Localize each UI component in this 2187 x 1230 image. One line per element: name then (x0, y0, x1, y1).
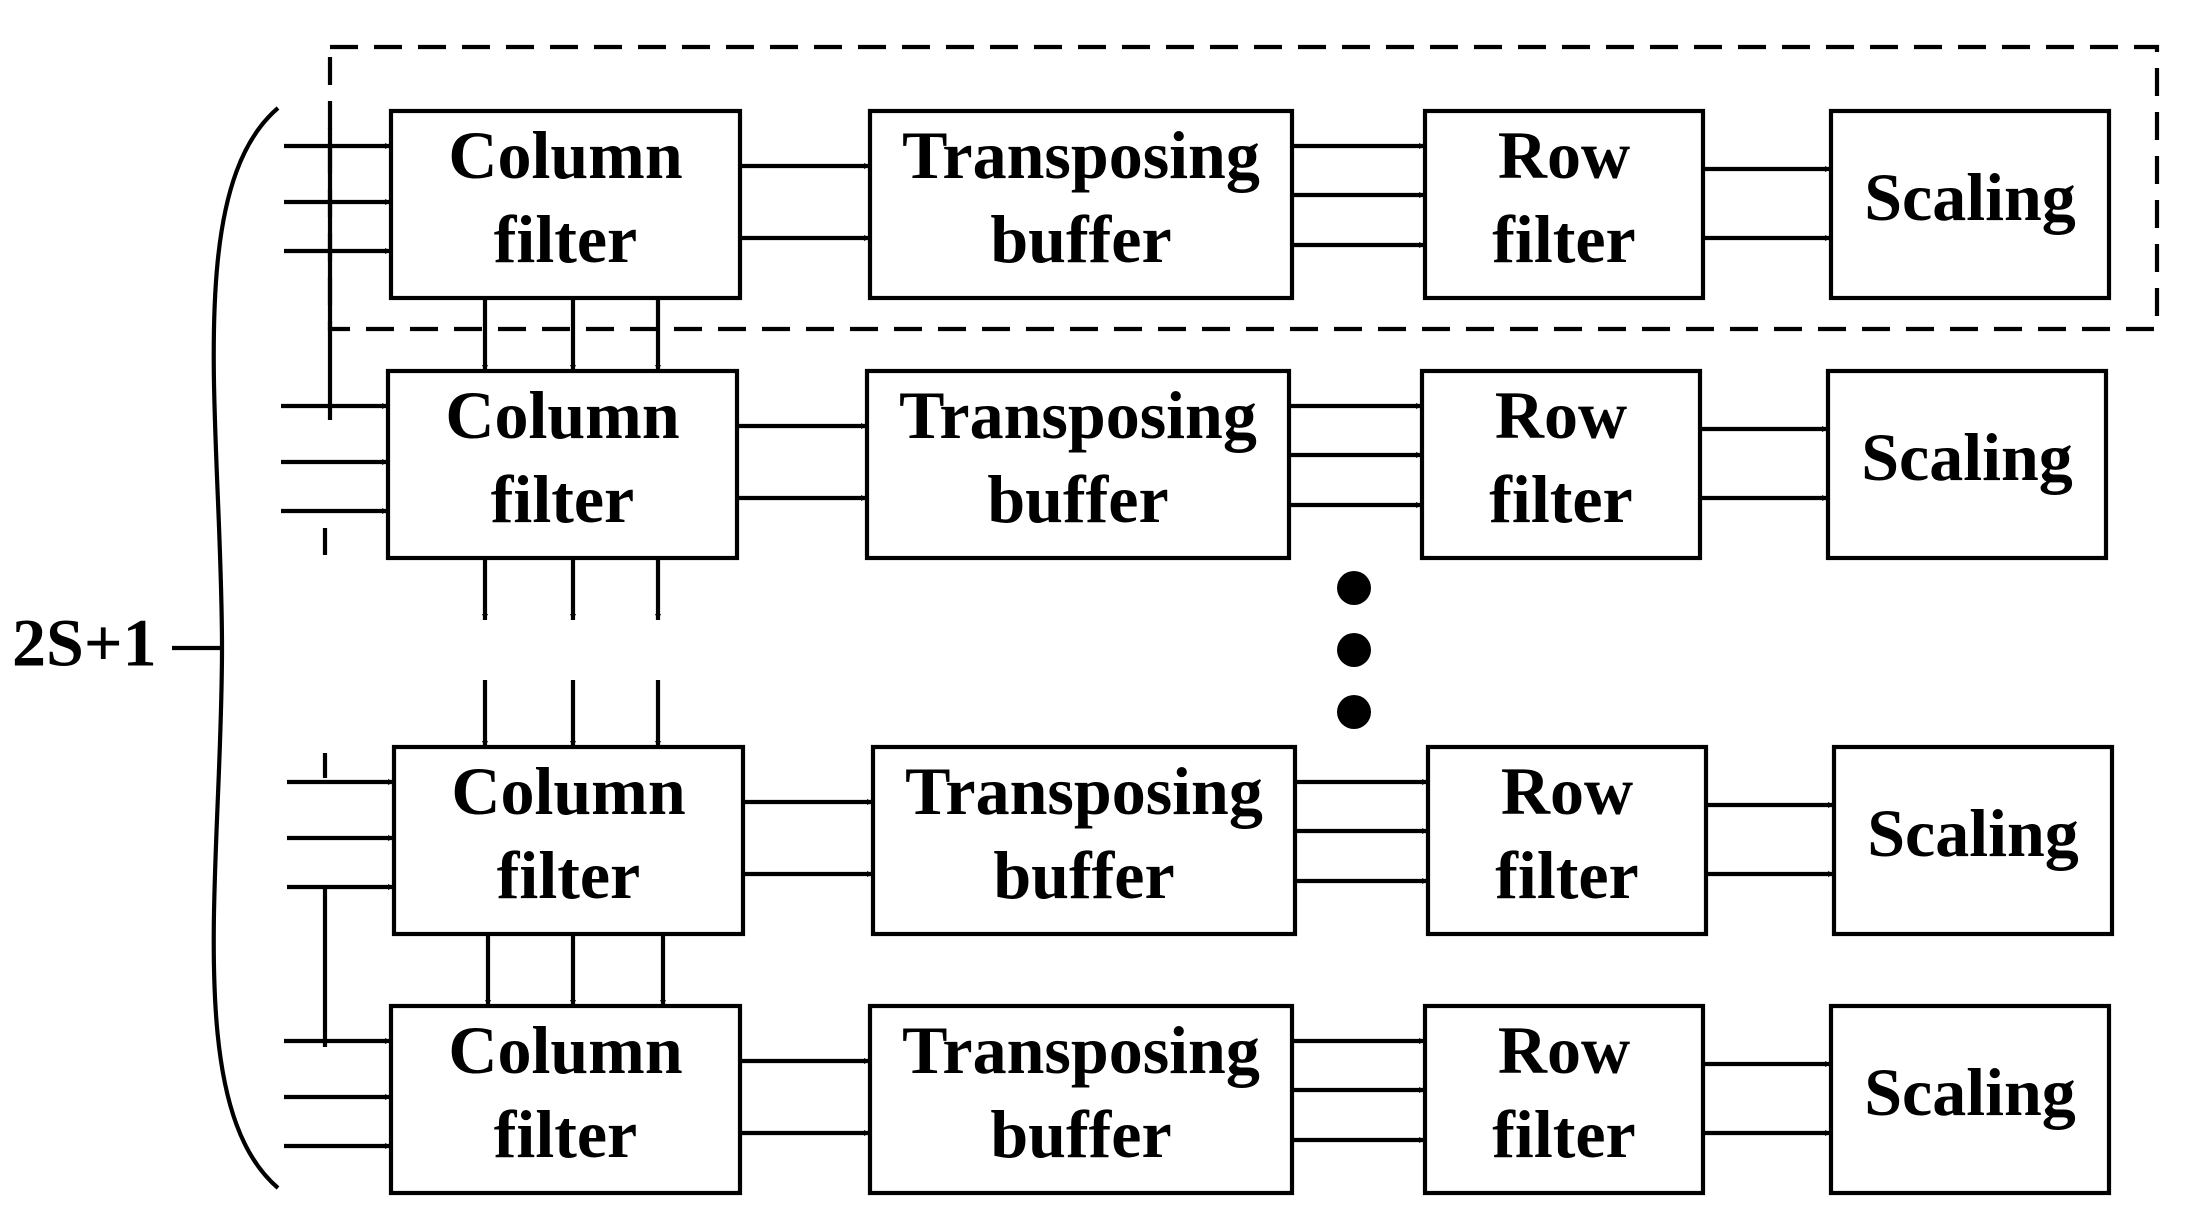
transposing-buffer-block (864, 368, 1292, 561)
column-filter-block-label: Column (451, 753, 685, 829)
transposing-buffer-block-label: Transposing (899, 377, 1257, 453)
ellipsis-dots (1337, 571, 1371, 729)
ellipsis-dot (1337, 571, 1371, 605)
column-filter-block (388, 1003, 743, 1196)
row-filter-block-label: Row (1501, 753, 1633, 829)
column-filter-block (385, 368, 740, 561)
transposing-buffer-block-label: Transposing (902, 117, 1260, 193)
scaling-block-label: Scaling (1861, 419, 2073, 495)
scaling-block (1825, 368, 2109, 561)
ellipsis-dot (1337, 695, 1371, 729)
transposing-buffer-block-label: Transposing (902, 1012, 1260, 1088)
scaling-block-label: Scaling (1864, 1054, 2076, 1130)
column-filter-block (391, 744, 746, 937)
column-filter-block-label: Column (448, 117, 682, 193)
transposing-buffer-block (867, 108, 1295, 301)
row-filter-block (1422, 1003, 1706, 1196)
row-filter-block-label: Row (1498, 1012, 1630, 1088)
transposing-buffer-block-label: buffer (990, 1096, 1171, 1172)
transposing-buffer-block (867, 1003, 1295, 1196)
transposing-buffer-block-label: buffer (987, 461, 1168, 537)
row-filter-block-label: Row (1498, 117, 1630, 193)
scaling-block-label: Scaling (1864, 159, 2076, 235)
transposing-buffer-block-label: buffer (993, 837, 1174, 913)
ellipsis-dot (1337, 633, 1371, 667)
column-filter-block-label: filter (494, 1096, 637, 1172)
column-filter-block-label: Column (445, 377, 679, 453)
column-filter-block (388, 108, 743, 301)
scaling-block (1831, 744, 2115, 937)
column-filter-block-label: filter (497, 837, 640, 913)
row-filter-block-label: filter (1495, 837, 1638, 913)
row-filter-block-label: Row (1495, 377, 1627, 453)
transposing-buffer-block (870, 744, 1298, 937)
scaling-block-label: Scaling (1867, 795, 2079, 871)
column-filter-block-label: filter (494, 201, 637, 277)
column-filter-block-label: filter (491, 461, 634, 537)
group-brace (211, 106, 280, 1190)
scaling-block (1828, 1003, 2112, 1196)
row-filter-block (1419, 368, 1703, 561)
transposing-buffer-block-label: buffer (990, 201, 1171, 277)
row-filter-block (1422, 108, 1706, 301)
row-filter-block-label: filter (1492, 201, 1635, 277)
scaling-block (1828, 108, 2112, 301)
group-label: 2S+1 (12, 605, 157, 681)
row-filter-block-label: filter (1489, 461, 1632, 537)
column-filter-block-label: Column (448, 1012, 682, 1088)
row-filter-block (1425, 744, 1709, 937)
transposing-buffer-block-label: Transposing (905, 753, 1263, 829)
pipeline-rows: ColumnfilterTransposingbufferRowfilterSc… (281, 108, 2115, 1196)
row-filter-block-label: filter (1492, 1096, 1635, 1172)
